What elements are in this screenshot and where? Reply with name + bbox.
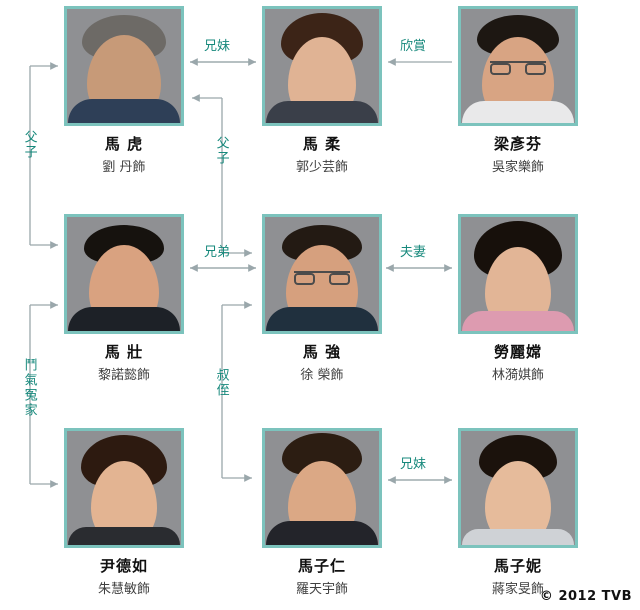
character-actor: 朱慧敏飾 — [97, 582, 150, 597]
relation-label-ma-keung-lo: 夫妻 — [400, 245, 427, 260]
glasses-icon — [294, 271, 350, 285]
character-actor: 林漪娸飾 — [491, 368, 544, 383]
character-name: 馬 虎 — [104, 135, 144, 153]
character-actor: 羅天宇飾 — [295, 582, 348, 597]
character-actor: 吳家樂飾 — [491, 160, 544, 175]
relation-label-ma-chong-wan: 鬥氣冤家 — [21, 358, 37, 418]
character-name: 馬 壯 — [104, 343, 144, 361]
character-photo-ma-chi-yan — [262, 428, 382, 548]
character-name: 梁彥芬 — [493, 135, 542, 153]
relation-label-ma-keung-ma-chi-yan: 叔侄 — [213, 368, 229, 398]
character-card-lo-lai-seung[interactable]: 勞麗嫦 林漪娸飾 — [458, 214, 578, 383]
character-card-ma-chi-yan[interactable]: 馬子仁 羅天宇飾 — [262, 428, 382, 597]
relation-label-leung-ma-yau: 欣賞 — [400, 39, 427, 54]
character-name: 馬 柔 — [302, 135, 342, 153]
character-card-ma-chi-nei[interactable]: 馬子妮 蔣家旻飾 — [458, 428, 578, 597]
copyright-notice: © 2012 TVB — [539, 589, 632, 604]
character-photo-ma-yau — [262, 6, 382, 126]
character-card-ma-chong[interactable]: 馬 壯 黎諾懿飾 — [64, 214, 184, 383]
character-photo-ma-keung — [262, 214, 382, 334]
relation-label-ma-fu-ma-chong: 父子 — [21, 130, 37, 160]
character-name: 馬 強 — [302, 343, 342, 361]
character-photo-ma-chi-nei — [458, 428, 578, 548]
character-actor: 蔣家旻飾 — [491, 582, 544, 597]
character-actor: 郭少芸飾 — [295, 160, 348, 175]
character-name: 馬子仁 — [297, 557, 346, 575]
character-card-leung-yin-fan[interactable]: 梁彥芬 吳家樂飾 — [458, 6, 578, 175]
character-card-ma-fu[interactable]: 馬 虎 劉 丹飾 — [64, 6, 184, 175]
character-actor: 黎諾懿飾 — [97, 368, 150, 383]
character-card-ma-keung[interactable]: 馬 強 徐 榮飾 — [262, 214, 382, 383]
character-photo-leung-yin-fan — [458, 6, 578, 126]
character-name: 尹德如 — [99, 557, 148, 575]
character-card-ma-yau[interactable]: 馬 柔 郭少芸飾 — [262, 6, 382, 175]
character-actor: 徐 榮飾 — [300, 368, 344, 383]
character-photo-wan-tak-yu — [64, 428, 184, 548]
character-name: 勞麗嫦 — [493, 343, 542, 361]
relation-label-ma-fu-ma-keung: 父子 — [213, 136, 229, 166]
relation-label-ma-chi-yan-ma-chi-nei: 兄妹 — [400, 457, 427, 472]
character-actor: 劉 丹飾 — [102, 160, 146, 175]
character-photo-ma-chong — [64, 214, 184, 334]
character-photo-lo-lai-seung — [458, 214, 578, 334]
character-card-wan-tak-yu[interactable]: 尹德如 朱慧敏飾 — [64, 428, 184, 597]
relation-label-ma-fu-ma-yau: 兄妹 — [204, 39, 231, 54]
character-name: 馬子妮 — [493, 557, 542, 575]
character-photo-ma-fu — [64, 6, 184, 126]
relation-label-ma-chong-ma-keung: 兄弟 — [204, 245, 231, 260]
glasses-icon — [490, 61, 546, 75]
